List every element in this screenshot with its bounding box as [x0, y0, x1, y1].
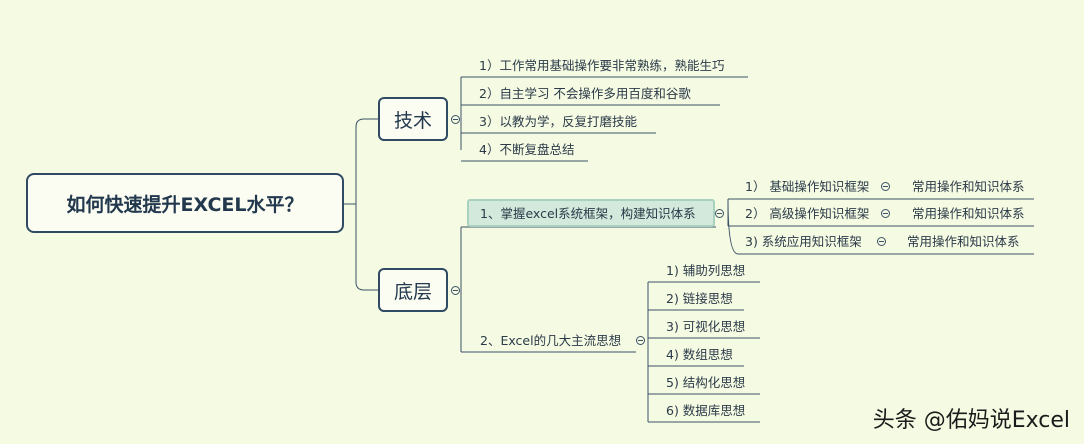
framework-item-3-child[interactable]: 常用操作和知识体系 [907, 234, 1020, 249]
framework-node-label: 1、掌握excel系统框架，构建知识体系 [480, 206, 696, 221]
tech-item-3[interactable]: 3）以教为学，反复打磨技能 [479, 114, 637, 129]
framework-item-3[interactable]: 3) 系统应用知识框架 [745, 234, 862, 249]
node-base-label: 底层 [393, 280, 432, 303]
framework-item-1-child[interactable]: 常用操作和知识体系 [912, 179, 1025, 194]
thinking-node-label[interactable]: 2、Excel的几大主流思想 [480, 333, 622, 348]
thinking-item-1[interactable]: 1) 辅助列思想 [666, 263, 746, 278]
framework-item-1[interactable]: 1） 基础操作知识框架 [745, 179, 870, 194]
framework-node[interactable] [467, 199, 715, 227]
node-base[interactable]: 底层 [378, 268, 448, 312]
collapse-toggle-icon[interactable] [451, 286, 460, 295]
thinking-item-2[interactable]: 2) 链接思想 [666, 291, 733, 306]
tech-item-2[interactable]: 2）自主学习 不会操作多用百度和谷歌 [479, 86, 691, 101]
collapse-toggle-icon[interactable] [881, 182, 890, 191]
root-node[interactable]: 如何快速提升EXCEL水平？ [26, 173, 344, 233]
thinking-item-3[interactable]: 3) 可视化思想 [666, 319, 746, 334]
collapse-toggle-icon[interactable] [451, 115, 460, 124]
thinking-item-4[interactable]: 4) 数组思想 [666, 347, 733, 362]
thinking-item-6[interactable]: 6) 数据库思想 [666, 403, 746, 418]
node-tech[interactable]: 技术 [378, 97, 448, 141]
collapse-toggle-icon[interactable] [715, 209, 724, 218]
collapse-toggle-icon[interactable] [881, 209, 890, 218]
collapse-toggle-icon[interactable] [636, 336, 645, 345]
framework-item-2[interactable]: 2） 高级操作知识框架 [745, 206, 870, 221]
framework-item-2-child[interactable]: 常用操作和知识体系 [912, 206, 1025, 221]
node-tech-label: 技术 [393, 109, 432, 132]
tech-item-1[interactable]: 1）工作常用基础操作要非常熟练，熟能生巧 [479, 58, 725, 73]
watermark: 头条 @佑妈说Excel [872, 408, 1070, 433]
root-node-label: 如何快速提升EXCEL水平？ [66, 193, 304, 216]
thinking-item-5[interactable]: 5) 结构化思想 [666, 375, 746, 390]
collapse-toggle-icon[interactable] [877, 237, 886, 246]
tech-item-4[interactable]: 4）不断复盘总结 [479, 142, 575, 157]
